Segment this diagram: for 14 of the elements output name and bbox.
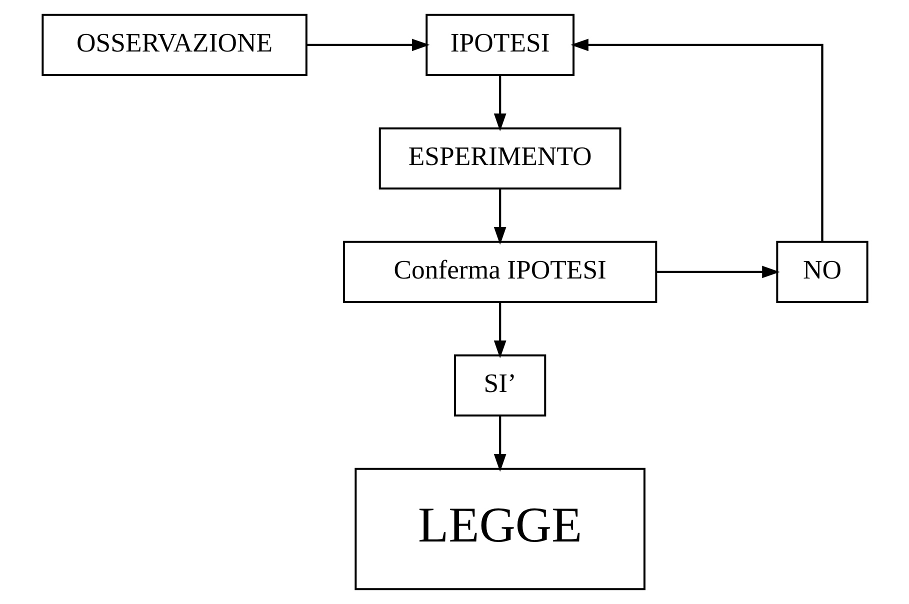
node-box: ESPERIMENTO <box>378 127 621 190</box>
arrow <box>493 188 506 245</box>
node-box: LEGGE <box>354 468 645 590</box>
arrow <box>493 75 506 132</box>
node-box: SI’ <box>454 354 546 417</box>
node-box: Conferma IPOTESI <box>342 240 657 303</box>
arrow <box>656 266 780 278</box>
node-box: IPOTESI <box>425 14 574 76</box>
arrow <box>570 38 823 242</box>
arrow <box>493 302 506 358</box>
arrow <box>306 38 430 52</box>
arrow <box>493 416 506 472</box>
node-box: OSSERVAZIONE <box>41 14 307 76</box>
node-box: NO <box>776 240 868 303</box>
